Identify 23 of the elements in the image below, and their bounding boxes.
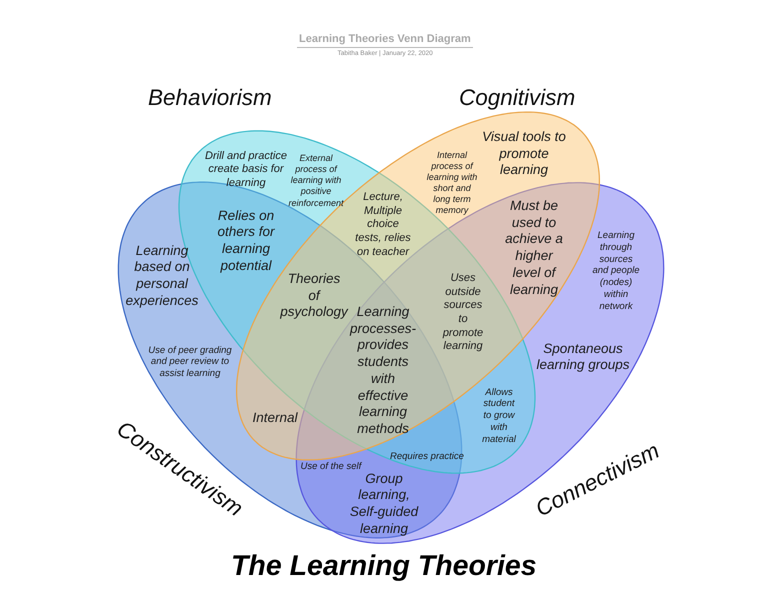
region-note: Use of peer grading and peer review to assist learning: [147, 344, 233, 380]
region-note: Group learning, Self-guided learning: [348, 470, 420, 538]
set-name: Cognitivism: [459, 85, 576, 111]
region-note: Use of the self: [300, 461, 362, 473]
region-note: Learning through sources and people (nodes) within network: [591, 230, 641, 312]
region-note: Must be used to achieve a higher level of learning: [504, 198, 564, 298]
region-note: Uses outside sources to promote learning: [442, 272, 484, 354]
region-note: Relies on others for learning potential: [216, 208, 276, 274]
region-note: Internal process of learning with short and long term memory: [426, 150, 478, 216]
region-note: Visual tools to promote learning: [481, 129, 567, 180]
region-note: Lecture, Multiple choice tests, relies on teacher: [354, 191, 412, 260]
region-note: Spontaneous learning groups: [535, 340, 631, 374]
region-note: Theories of psychology: [279, 271, 349, 322]
region-note: Internal: [252, 410, 298, 426]
region-note: Allows student to grow with material: [481, 386, 517, 446]
region-note: Drill and practice create basis for learning: [204, 150, 288, 190]
region-note: Requires practice: [390, 451, 464, 463]
caption: The Learning Theories: [231, 550, 537, 582]
region-note: External process of learning with positive reinforcement: [287, 153, 345, 209]
region-note: Learning processes- provides students with effective learning methods: [348, 304, 418, 438]
diagram-title: Learning Theories Venn Diagram: [297, 32, 473, 48]
region-note: Learning based on personal experiences: [124, 242, 200, 310]
set-name: Behaviorism: [148, 85, 272, 111]
